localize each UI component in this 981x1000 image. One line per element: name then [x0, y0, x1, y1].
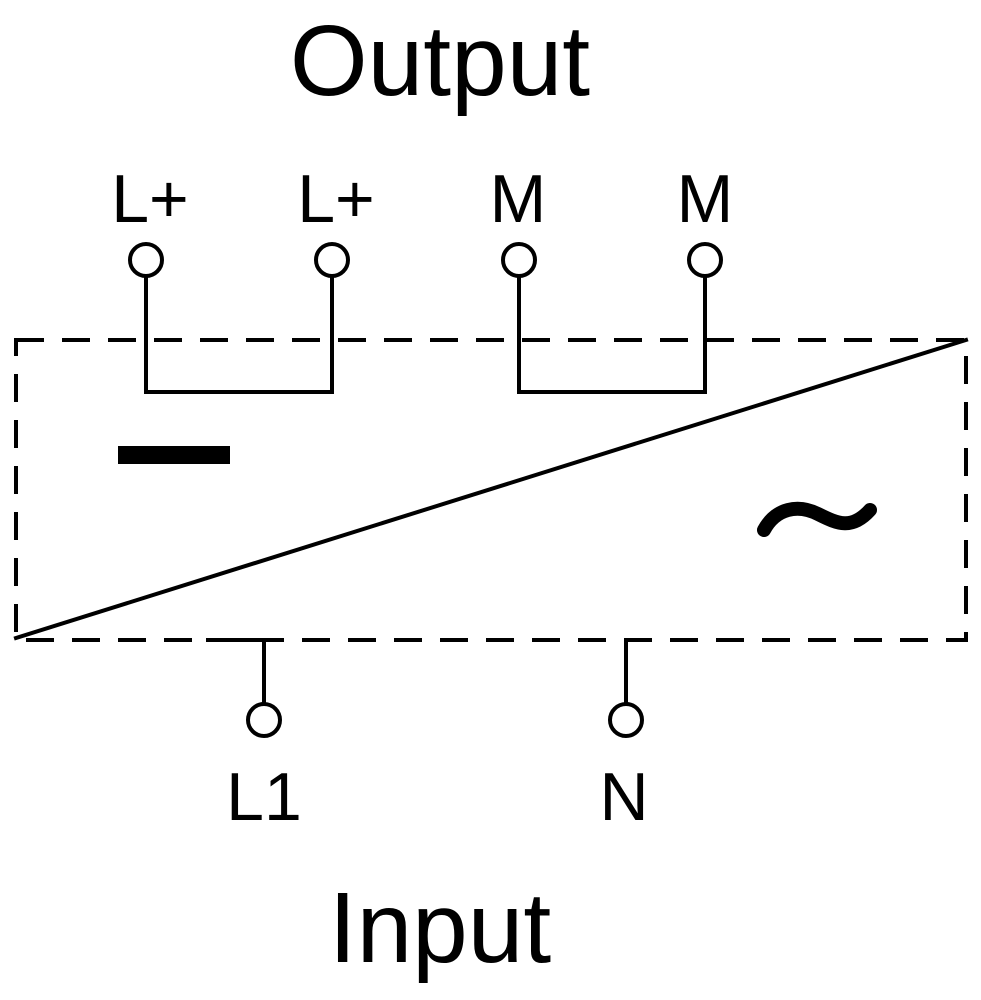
output-terminal-label-1: L+ [111, 161, 189, 237]
output-terminal-2 [314, 242, 350, 278]
output-terminal-1 [128, 242, 164, 278]
output-terminal-4 [687, 242, 723, 278]
input-terminal-n [608, 702, 644, 738]
converter-enclosure [14, 338, 968, 642]
output-terminal-label-3: M [490, 161, 547, 237]
input-l1-wire [206, 638, 266, 708]
output-terminal-label-4: M [677, 161, 734, 237]
input-title: Input [329, 872, 552, 984]
output-title: Output [290, 5, 590, 117]
dc-ac-divider [13, 337, 969, 641]
ac-symbol-icon [757, 501, 877, 537]
input-terminal-label-n: N [599, 759, 648, 835]
dc-symbol-icon [118, 446, 230, 464]
output-m-bridge [517, 270, 707, 394]
output-terminal-label-2: L+ [297, 161, 375, 237]
input-terminal-label-l1: L1 [226, 759, 302, 835]
output-terminal-3 [501, 242, 537, 278]
output-l-plus-bridge [144, 270, 334, 394]
input-terminal-l1 [246, 702, 282, 738]
